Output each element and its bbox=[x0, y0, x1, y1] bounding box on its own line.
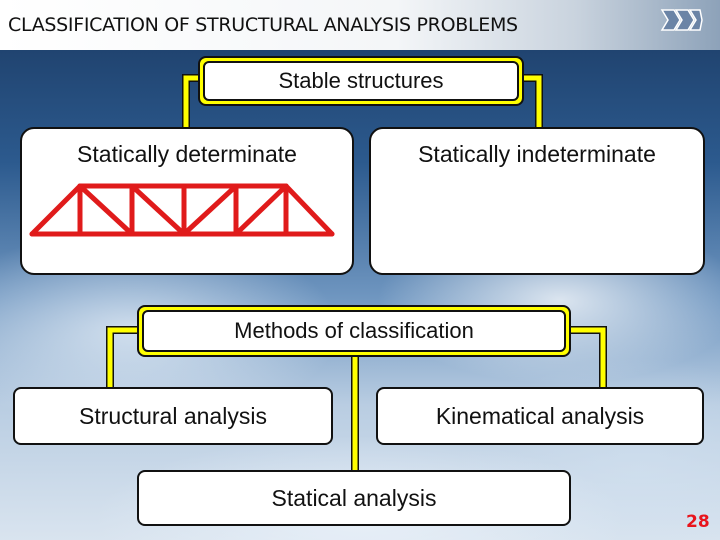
statically-determinate-label: Statically determinate bbox=[77, 141, 297, 167]
structural-analysis-label: Structural analysis bbox=[79, 402, 267, 429]
title-bar: CLASSIFICATION OF STRUCTURAL ANALYSIS PR… bbox=[0, 0, 720, 50]
structural-analysis-node: Structural analysis bbox=[13, 387, 333, 445]
kinematical-analysis-label: Kinematical analysis bbox=[435, 402, 645, 429]
methods-of-classification-label: Methods of classification bbox=[142, 310, 566, 352]
page-number: 28 bbox=[686, 512, 710, 532]
statical-analysis-label: Statical analysis bbox=[271, 484, 437, 511]
truss-bridge-icon bbox=[29, 183, 335, 237]
stable-structures-node: Stable structures bbox=[198, 56, 524, 106]
slide-title: CLASSIFICATION OF STRUCTURAL ANALYSIS PR… bbox=[8, 14, 518, 36]
university-logo-icon bbox=[660, 9, 703, 31]
statical-analysis-node: Statical analysis bbox=[137, 470, 571, 526]
stable-structures-label: Stable structures bbox=[203, 61, 519, 101]
kinematical-analysis-node: Kinematical analysis bbox=[376, 387, 704, 445]
statically-indeterminate-label: Statically indeterminate bbox=[418, 141, 656, 167]
methods-of-classification-node: Methods of classification bbox=[137, 305, 571, 357]
statically-indeterminate-node: Statically indeterminate bbox=[369, 127, 705, 275]
